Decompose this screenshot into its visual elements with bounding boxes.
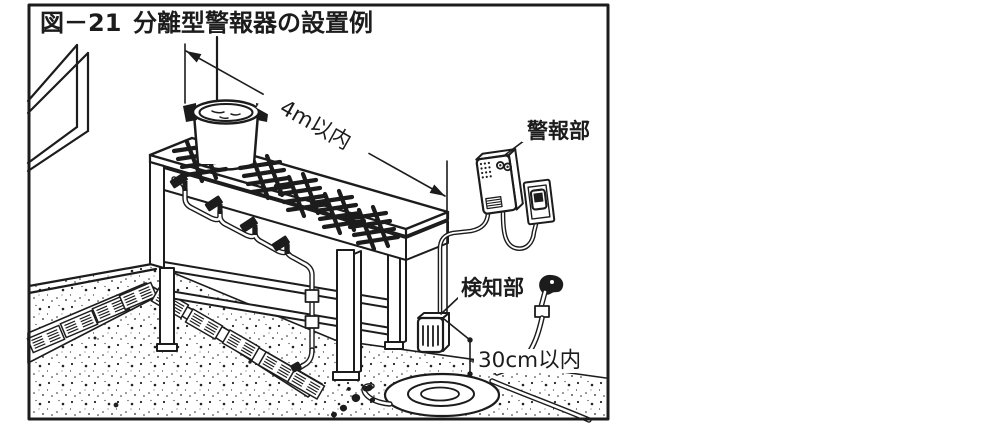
- alarm-unit-label: 警報部: [526, 119, 590, 143]
- figure-border: [27, 3, 610, 421]
- pipe-union: [304, 289, 320, 303]
- coiled-hose: [364, 372, 501, 418]
- gas-valve: [271, 235, 290, 254]
- gas-valve: [239, 216, 258, 235]
- gas-piping: [169, 172, 320, 373]
- pipe-union: [304, 315, 320, 329]
- stove-leg: [159, 267, 175, 347]
- indicator-lamp: [503, 162, 512, 172]
- detector-unit: [416, 312, 450, 354]
- figure-number: 図－21: [40, 9, 121, 37]
- speaker-holes: [479, 161, 492, 179]
- label-sticker: [485, 195, 503, 210]
- window-frame: [26, 43, 90, 173]
- stove-end-panel: [149, 161, 165, 269]
- power-outlet: [522, 178, 556, 226]
- dimension-30cm-label: 30cm以内: [478, 348, 581, 373]
- cooking-pot: [183, 99, 269, 171]
- faucet: [534, 274, 564, 318]
- detector-vents: [422, 325, 439, 347]
- detector-leader-line: [440, 296, 460, 315]
- alarm-leader-line: [504, 139, 526, 156]
- gas-stove-table: [148, 99, 450, 381]
- indicator-lamp: [495, 161, 505, 170]
- alarm-unit: [475, 148, 524, 215]
- dimension-30cm: 30cm以内: [443, 318, 588, 377]
- detector-section: 検知部: [416, 276, 532, 354]
- stove-leg: [336, 249, 355, 375]
- alarm-section: 警報部: [440, 119, 596, 315]
- detector-unit-label: 検知部: [461, 276, 524, 300]
- gas-valve: [169, 172, 188, 191]
- water-hose-assembly: [330, 274, 589, 420]
- stove-leg: [387, 243, 401, 345]
- gas-valve: [204, 195, 223, 214]
- figure-title: 分離型警報器の設置例: [133, 9, 373, 37]
